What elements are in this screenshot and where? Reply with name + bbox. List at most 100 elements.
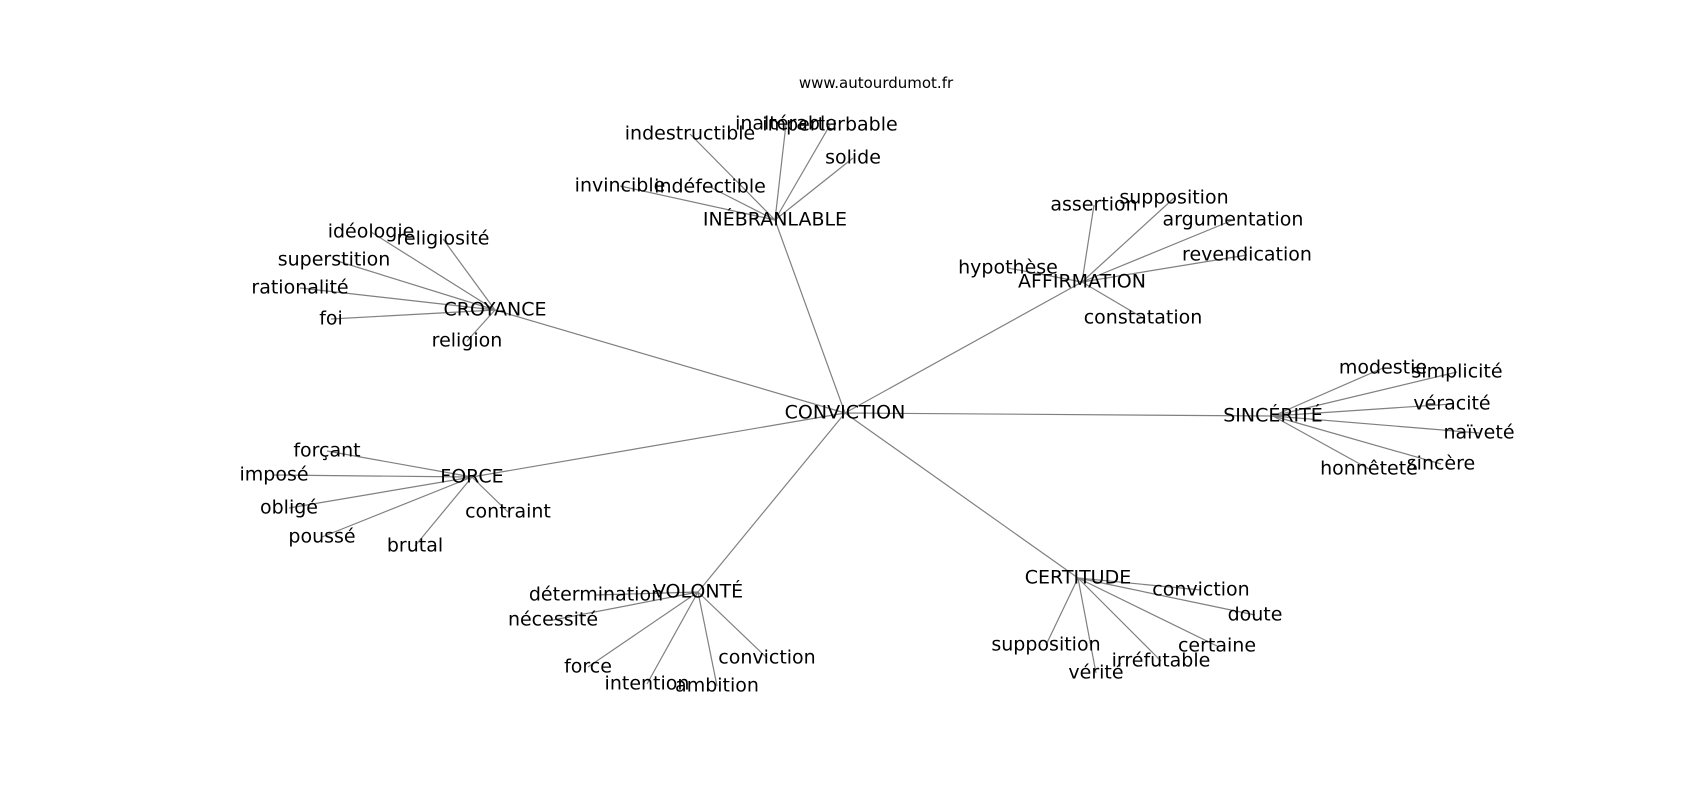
hub-word-edge	[1272, 403, 1453, 417]
leaf-word-node[interactable]: vérité	[1068, 662, 1123, 684]
hub-word-edge	[1007, 267, 1083, 283]
leaf-word-node[interactable]: sincère	[1407, 453, 1475, 475]
source-label: www.autourdumot.fr	[799, 74, 954, 92]
center-hub-edge	[844, 412, 1274, 417]
hub-word-edge	[333, 259, 496, 311]
hub-word-edge	[321, 476, 473, 538]
leaf-word-node[interactable]: brutal	[387, 535, 443, 557]
leaf-word-node[interactable]: imperturbable	[762, 114, 897, 136]
hub-word-edge	[697, 591, 718, 687]
leaf-word-node[interactable]: solide	[825, 147, 881, 169]
leaf-word-node[interactable]: force	[564, 656, 612, 678]
hub-word-edge	[442, 238, 496, 311]
leaf-word-node[interactable]: foi	[319, 308, 343, 330]
leaf-word-node[interactable]: honnêteté	[1320, 458, 1418, 480]
hub-word-node[interactable]: AFFIRMATION	[1018, 271, 1146, 293]
center-hub-edge	[844, 412, 1079, 579]
center-hub-edge	[774, 219, 846, 414]
leaf-word-node[interactable]: simplicité	[1411, 361, 1502, 383]
leaf-word-node[interactable]: détermination	[529, 584, 663, 606]
hub-word-edge	[1077, 577, 1097, 674]
hub-word-edge	[466, 309, 496, 342]
hub-word-edge	[619, 185, 776, 221]
hub-word-node[interactable]: FORCE	[440, 466, 503, 488]
center-hub-edge	[844, 281, 1083, 414]
leaf-word-node[interactable]: superstition	[278, 249, 391, 271]
hub-word-edge	[774, 123, 787, 221]
hub-word-edge	[595, 591, 699, 596]
hub-word-edge	[1272, 415, 1370, 470]
hub-word-edge	[1077, 577, 1256, 616]
hub-word-node[interactable]: SINCÉRITÉ	[1223, 404, 1323, 427]
leaf-word-node[interactable]: idéologie	[328, 221, 415, 243]
leaf-word-node[interactable]: intention	[605, 673, 690, 695]
leaf-word-node[interactable]: véracité	[1413, 393, 1490, 415]
hub-word-edge	[774, 157, 854, 221]
leaf-word-node[interactable]: assertion	[1050, 194, 1137, 216]
leaf-word-node[interactable]: constatation	[1084, 307, 1203, 329]
hub-word-edge	[1081, 281, 1144, 319]
hub-word-edge	[1272, 371, 1458, 417]
center-hub-edge	[471, 412, 846, 478]
leaf-word-node[interactable]: hypothèse	[958, 257, 1058, 279]
hub-word-edge	[330, 309, 496, 320]
hub-word-edge	[326, 450, 473, 478]
hub-word-edge	[1272, 367, 1384, 417]
hub-word-edge	[1272, 415, 1480, 434]
hub-word-edge	[1081, 254, 1248, 283]
hub-word-edge	[1077, 577, 1202, 591]
leaf-word-node[interactable]: conviction	[718, 647, 815, 669]
leaf-word-node[interactable]: modestie	[1339, 357, 1427, 379]
leaf-word-node[interactable]: doute	[1228, 604, 1283, 626]
hub-word-edge	[1081, 197, 1175, 283]
graph-labels: www.autourdumot.fr CONVICTION INÉBRANLABL…	[239, 74, 1514, 697]
leaf-word-node[interactable]: ambition	[675, 675, 759, 697]
hub-word-edge	[1081, 204, 1095, 283]
hub-word-edge	[370, 231, 496, 311]
hub-word-edge	[774, 124, 831, 221]
hub-word-node[interactable]: VOLONTÉ	[653, 580, 743, 603]
center-word-node[interactable]: CONVICTION	[785, 402, 906, 424]
leaf-word-node[interactable]: imposé	[239, 464, 308, 486]
hub-word-edge	[1077, 577, 1218, 647]
leaf-word-node[interactable]: supposition	[991, 634, 1100, 656]
leaf-word-node[interactable]: rationalité	[251, 277, 348, 299]
leaf-word-node[interactable]: conviction	[1152, 579, 1249, 601]
leaf-word-node[interactable]: religiosité	[397, 228, 490, 250]
hub-word-edge	[273, 474, 473, 478]
hub-word-edge	[288, 476, 473, 509]
hub-word-edge	[414, 476, 473, 547]
leaf-word-node[interactable]: indéfectible	[654, 176, 766, 198]
hub-word-edge	[471, 476, 509, 513]
hub-word-edge	[697, 591, 768, 659]
hub-word-edge	[552, 591, 699, 621]
leaf-word-node[interactable]: indestructible	[625, 123, 755, 145]
hub-word-edge	[299, 287, 496, 311]
leaf-word-node[interactable]: invincible	[575, 175, 666, 197]
graph-edges	[273, 123, 1480, 687]
hub-word-node[interactable]: CROYANCE	[444, 299, 547, 321]
leaf-word-node[interactable]: forçant	[293, 440, 360, 462]
leaf-word-node[interactable]: supposition	[1119, 187, 1228, 209]
leaf-word-node[interactable]: inaltérable	[735, 113, 837, 135]
leaf-word-node[interactable]: argumentation	[1163, 209, 1304, 231]
leaf-word-node[interactable]: revendication	[1182, 244, 1312, 266]
leaf-word-node[interactable]: nécessité	[508, 609, 598, 631]
center-hub-edge	[494, 309, 846, 414]
leaf-word-node[interactable]: contraint	[465, 501, 551, 523]
hub-word-edge	[689, 133, 776, 221]
hub-word-node[interactable]: CERTITUDE	[1025, 567, 1131, 589]
leaf-word-node[interactable]: naïveté	[1443, 422, 1514, 444]
leaf-word-node[interactable]: irréfutable	[1112, 650, 1211, 672]
leaf-word-node[interactable]: obligé	[260, 497, 318, 519]
hub-word-edge	[1045, 577, 1079, 646]
leaf-word-node[interactable]: certaine	[1178, 635, 1256, 657]
leaf-word-node[interactable]: poussé	[288, 526, 355, 548]
center-hub-edge	[697, 412, 846, 593]
hub-word-edge	[587, 591, 699, 668]
hub-word-edge	[709, 186, 776, 221]
leaf-word-node[interactable]: religion	[432, 330, 503, 352]
hub-word-node[interactable]: INÉBRANLABLE	[703, 208, 847, 231]
hub-word-edge	[1081, 219, 1234, 283]
